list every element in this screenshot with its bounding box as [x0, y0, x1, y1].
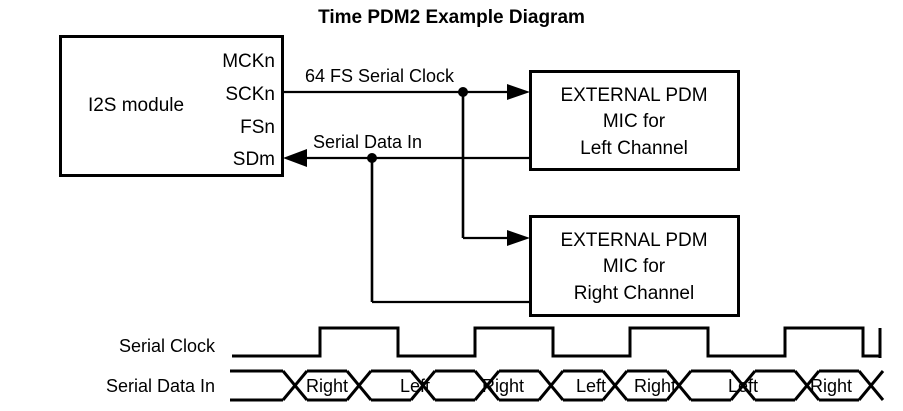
- pin-label-sdm: SDm: [232, 149, 275, 170]
- mic-left-line-3: Left Channel: [580, 138, 688, 159]
- mic-left-line-2: MIC for: [602, 111, 666, 132]
- pin-label-fsn: FSn: [240, 117, 275, 138]
- data-crossing: [857, 370, 885, 401]
- i2s-module-box: [59, 35, 284, 177]
- i2s-module-label: I2S module: [87, 95, 185, 116]
- mic-left-line-1: EXTERNAL PDM: [560, 85, 708, 106]
- mic-left-box: [529, 70, 740, 171]
- mic-right-line-2: MIC for: [602, 256, 666, 277]
- waveform-label-serial-data-in: Serial Data In: [105, 376, 215, 396]
- data-crossing: [537, 370, 565, 401]
- clock-arrow-left-mic: [507, 84, 530, 100]
- data-cell-label: Right: [481, 376, 525, 396]
- pin-label-sckn: SCKn: [225, 84, 275, 105]
- data-crossing: [473, 370, 501, 401]
- data-cell-label: Right: [809, 376, 853, 396]
- clock-net-label: 64 FS Serial Clock: [305, 66, 455, 86]
- data-arrow-sdm: [283, 149, 307, 167]
- data-crossing: [665, 370, 693, 401]
- data-net-label: Serial Data In: [313, 132, 423, 152]
- mic-right-box: [529, 215, 740, 317]
- data-cell-label: Right: [305, 376, 349, 396]
- data-crossing: [793, 370, 821, 401]
- data-crossing: [729, 370, 757, 401]
- data-cell-label: Right: [633, 376, 677, 396]
- clock-arrow-right-mic: [507, 230, 530, 246]
- data-cell-label: Left: [575, 376, 607, 396]
- data-cell-label: Left: [727, 376, 759, 396]
- data-junction-dot: [367, 153, 377, 163]
- clock-junction-dot: [458, 87, 468, 97]
- data-crossing: [345, 370, 373, 401]
- mic-right-line-1: EXTERNAL PDM: [560, 230, 708, 251]
- data-cell-label: Left: [399, 376, 431, 396]
- mic-right-line-3: Right Channel: [573, 283, 695, 304]
- page-title: Time PDM2 Example Diagram: [318, 7, 585, 28]
- serial-clock-waveform: [232, 326, 882, 358]
- pin-label-mckn: MCKn: [222, 51, 275, 72]
- data-crossing: [601, 370, 629, 401]
- data-crossing: [281, 370, 309, 401]
- waveform-label-serial-clock: Serial Clock: [118, 336, 215, 356]
- data-crossing: [409, 370, 437, 401]
